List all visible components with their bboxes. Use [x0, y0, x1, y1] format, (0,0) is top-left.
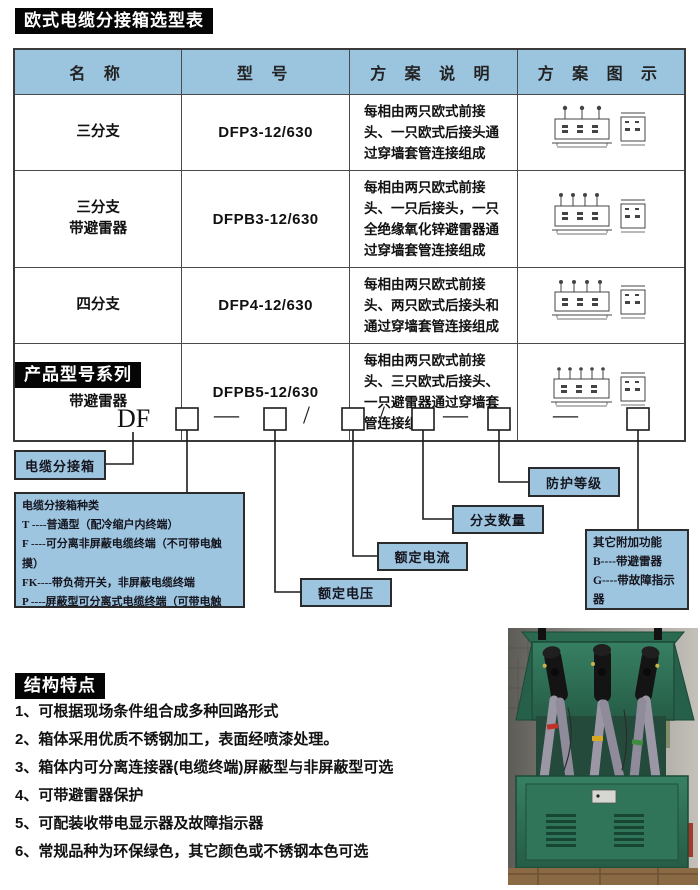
model-box-kind: [175, 407, 199, 431]
features-title: 结构特点: [15, 673, 105, 699]
label-rated-voltage: 额定电压: [300, 578, 392, 607]
scheme-drawing-3branch-arrester: [551, 192, 646, 234]
product-photo: [508, 628, 698, 885]
connector-line-voltage: [274, 430, 300, 593]
label-kind-list: 电缆分接箱种类 T ----普通型（配冷缩户内终端） F ----可分离非屏蔽电…: [14, 492, 245, 608]
model-box-voltage: [263, 407, 287, 431]
row-name: 四分支: [13, 267, 183, 344]
row-model: DFPB5-12/630: [181, 343, 350, 442]
connector-line-current: [352, 430, 377, 557]
cables: [539, 695, 661, 783]
connector-line-df: [106, 432, 134, 465]
connector-line-branches: [422, 430, 452, 520]
row-model: DFPB3-12/630: [181, 170, 350, 268]
col-header-desc: 方 案 说 明: [349, 48, 518, 95]
table-row: 三分支 DFP3-12/630 每相由两只欧式前接头、一只欧式后接头通过穿墙套管…: [13, 94, 686, 171]
label-rated-current: 额定电流: [377, 542, 468, 571]
model-prefix: DF: [117, 404, 151, 433]
model-separator-slash: /: [378, 402, 385, 429]
table-row: 四分支 DFP4-12/630 每相由两只欧式前接头、两只欧式后接头和通过穿墙套…: [13, 267, 686, 344]
row-scheme-diagram: [516, 267, 686, 344]
feature-item: 5、可配装收带电显示器及故障指示器: [15, 815, 264, 832]
feature-item: 2、箱体采用优质不锈钢加工，表面经喷漆处理。: [15, 731, 339, 748]
model-separator-dash: —: [553, 402, 578, 429]
row-description: 每相由两只欧式前接头、一只欧式后接头通过穿墙套管连接组成: [349, 94, 518, 171]
feature-item: 6、常规品种为环保绿色，其它颜色或不锈钢本色可选: [15, 843, 369, 860]
model-separator-dash: —: [214, 402, 239, 429]
features-list: 1、可根据现场条件组合成多种回路形式 2、箱体采用优质不锈钢加工，表面经喷漆处理…: [15, 702, 500, 870]
feature-item: 3、箱体内可分离连接器(电缆终端)屏蔽型与非屏蔽型可选: [15, 759, 394, 776]
cabinet-photo-illustration: [508, 628, 698, 885]
elbow-connectors: [542, 644, 660, 703]
model-number-diagram: DF — / / — — 电缆分接箱 电缆分接箱种类 T ----普通型（配冷缩…: [0, 400, 700, 620]
model-box-extra: [626, 407, 650, 431]
model-box-branches: [411, 407, 435, 431]
table-header-row: 名 称 型 号 方 案 说 明 方 案 图 示: [13, 48, 686, 95]
table-row: 五分支 带避雷器 DFPB5-12/630 每相由两只欧式前接头、三只欧式后接头…: [13, 343, 686, 442]
row-name: 三分支 带避雷器: [13, 170, 183, 268]
model-separator-dash: —: [443, 402, 468, 429]
row-description: 每相由两只欧式前接头、两只欧式后接头和通过穿墙套管连接组成: [349, 267, 518, 344]
table-row: 三分支 带避雷器 DFPB3-12/630 每相由两只欧式前接头、一只后接头，一…: [13, 170, 686, 268]
model-box-current: [341, 407, 365, 431]
label-branch-count: 分支数量: [452, 505, 544, 534]
row-scheme-diagram: [516, 170, 686, 268]
row-name: 三分支: [13, 94, 183, 171]
cabinet-lower: [515, 775, 689, 869]
scheme-drawing-3branch: [551, 105, 646, 148]
row-model: DFP4-12/630: [181, 267, 350, 344]
label-extra-functions: 其它附加功能 B----带避雷器 G----带故障指示器 X----有带电显示器: [585, 529, 689, 610]
scheme-drawing-5branch-arrester: [550, 366, 646, 406]
model-box-protection: [487, 407, 511, 431]
label-cable-box: 电缆分接箱: [14, 450, 106, 480]
selection-table-title: 欧式电缆分接箱选型表: [15, 8, 213, 34]
scheme-drawing-4branch: [551, 280, 646, 320]
row-scheme-diagram: [516, 94, 686, 171]
row-model: DFP3-12/630: [181, 94, 350, 171]
col-header-model: 型 号: [181, 48, 350, 95]
model-series-title: 产品型号系列: [15, 362, 141, 388]
col-header-diagram: 方 案 图 示: [516, 48, 686, 95]
connector-line-protection: [498, 430, 528, 483]
label-protection-grade: 防护等级: [528, 467, 620, 497]
model-separator-slash: /: [303, 402, 310, 429]
model-diagram-lines: [106, 407, 650, 593]
feature-item: 1、可根据现场条件组合成多种回路形式: [15, 703, 279, 720]
selection-table: 名 称 型 号 方 案 说 明 方 案 图 示 三分支 DFP3-12/630 …: [13, 48, 686, 442]
row-scheme-diagram: [516, 343, 686, 442]
wooden-base: [508, 868, 698, 885]
feature-item: 4、可带避雷器保护: [15, 787, 144, 804]
row-description: 每相由两只欧式前接头、一只后接头，一只全绝缘氧化锌避雷器通过穿墙套管连接组成: [349, 170, 518, 268]
col-header-name: 名 称: [13, 48, 183, 95]
